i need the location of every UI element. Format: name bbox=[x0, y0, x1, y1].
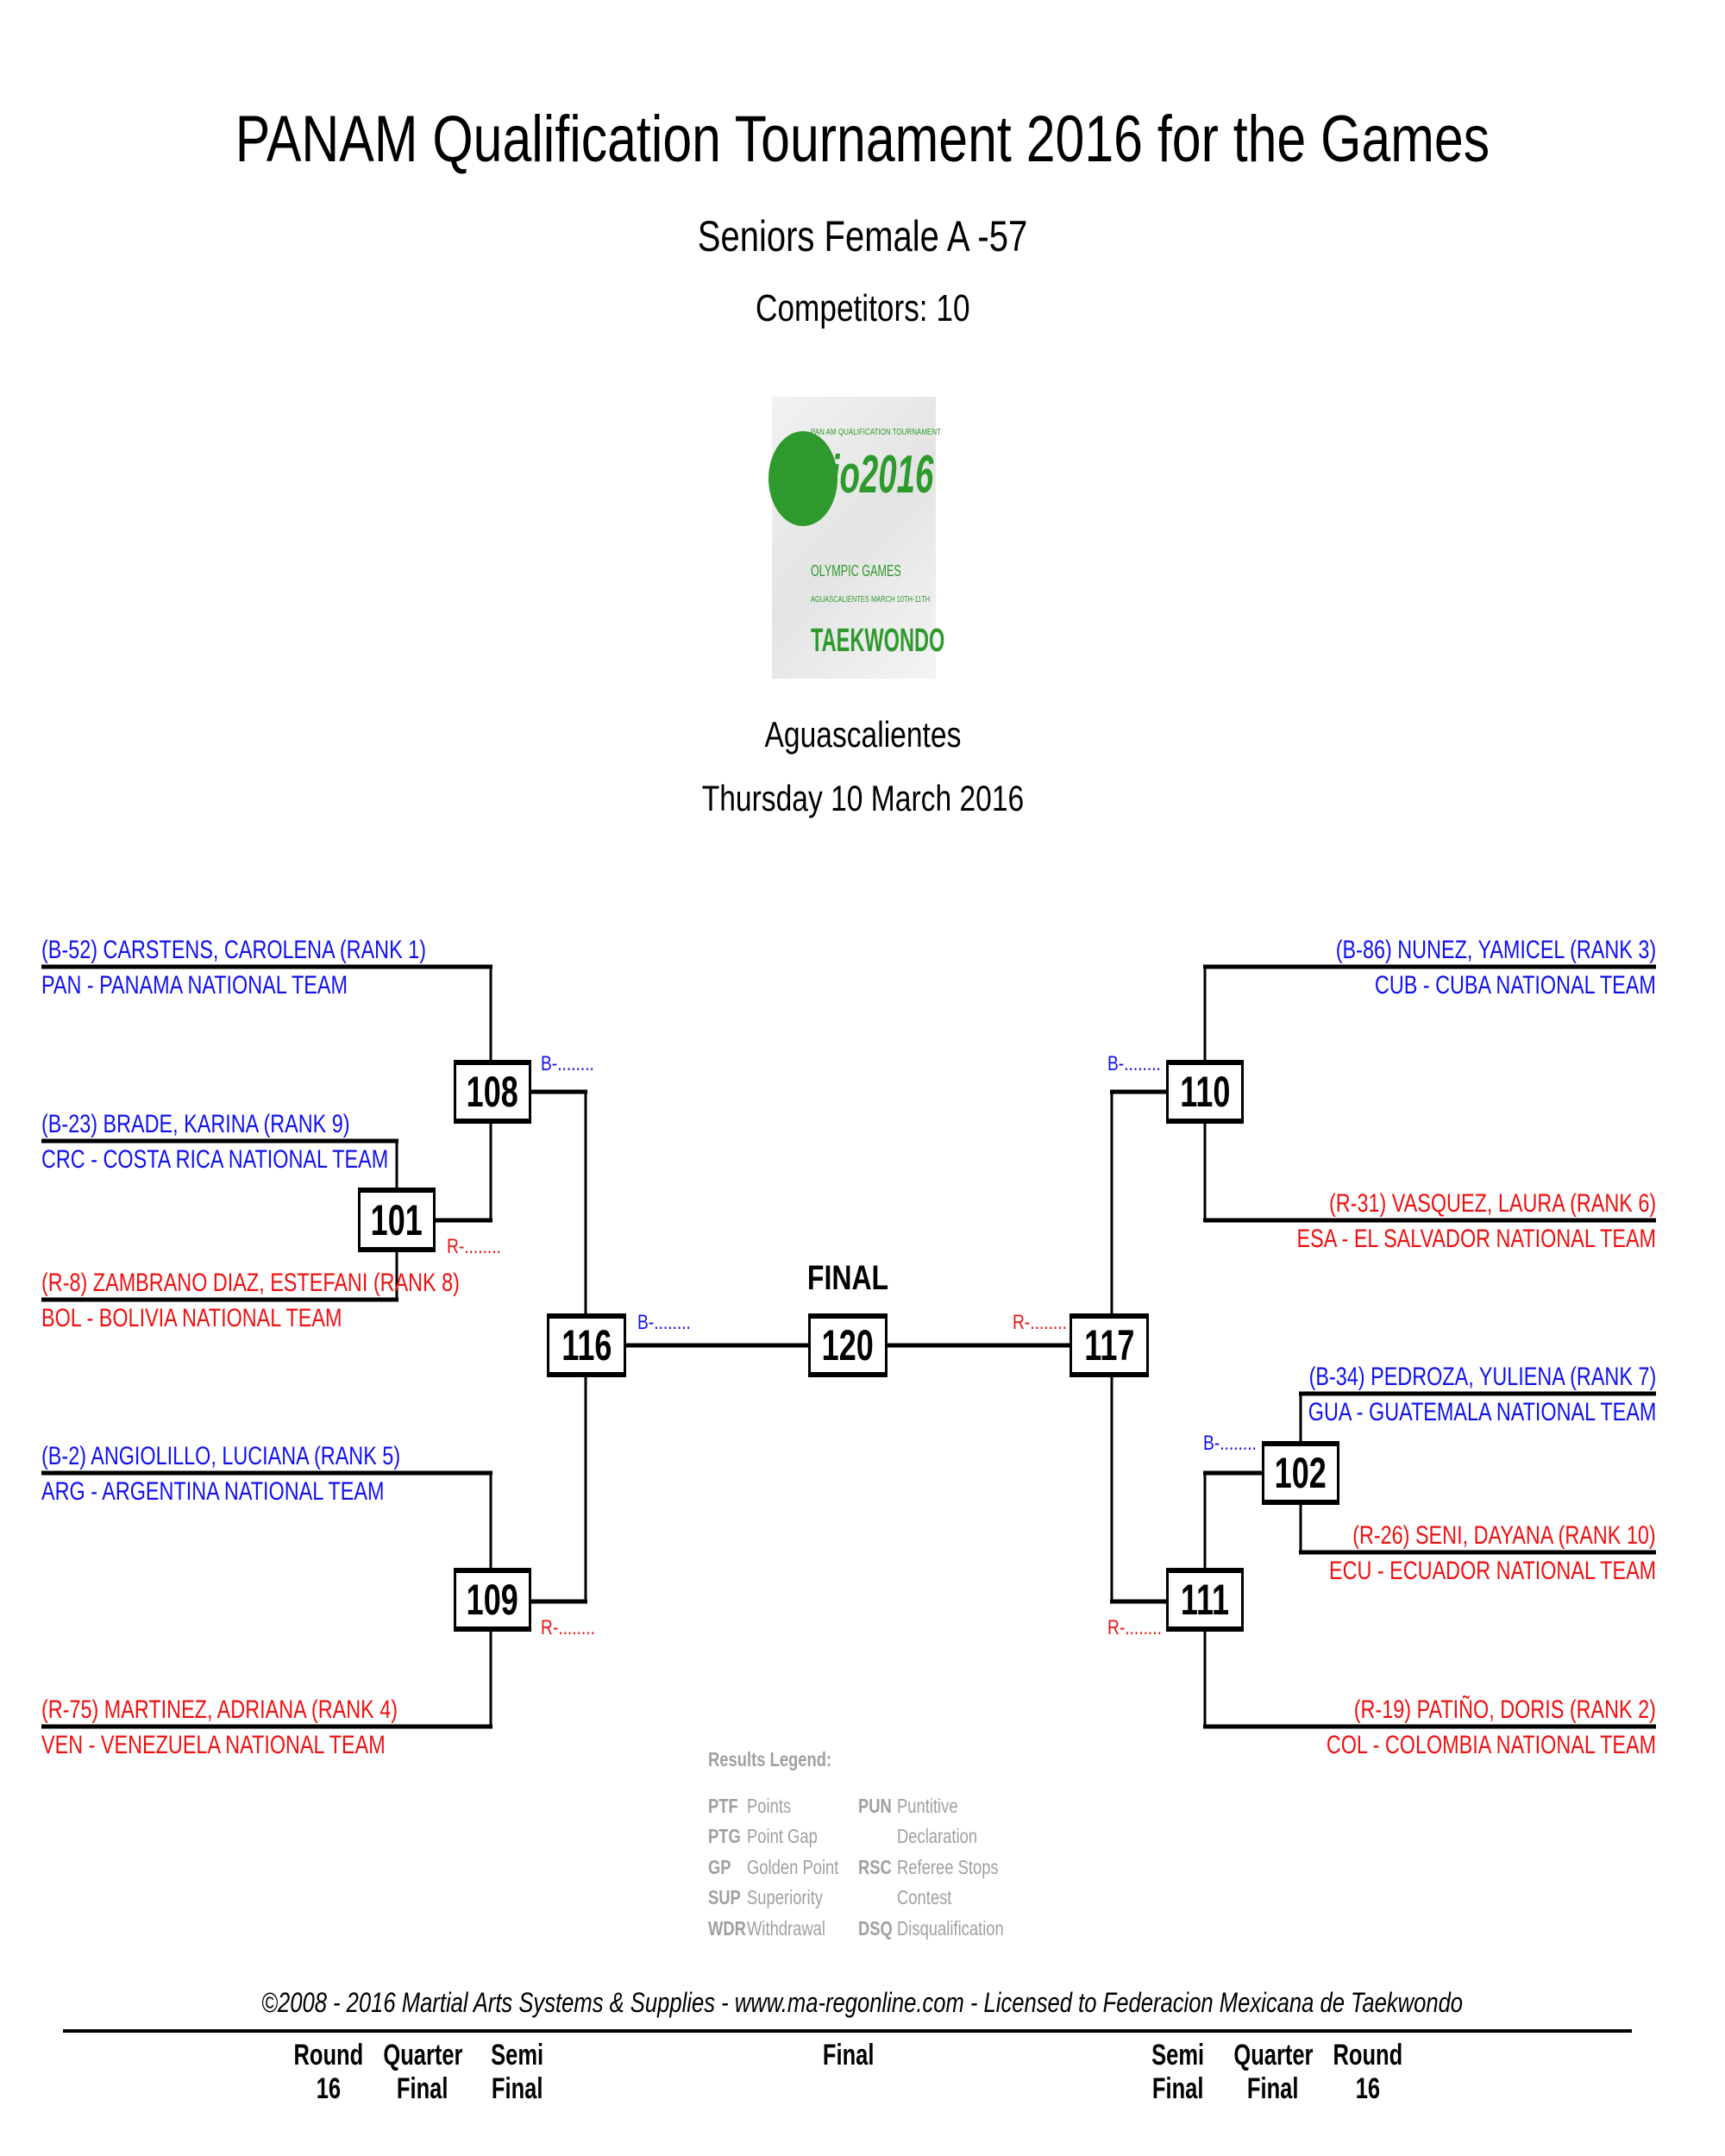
legend-code: SUP bbox=[708, 1886, 741, 1908]
competitor-name: (B-34) PEDROZA, YULIENA (RANK 7) bbox=[1308, 1363, 1656, 1391]
competitor-name: (B-52) CARSTENS, CAROLENA (RANK 1) bbox=[41, 936, 427, 964]
legend-desc: Superiority bbox=[747, 1886, 823, 1908]
match-box-110[interactable]: 110 bbox=[1166, 1060, 1244, 1124]
winner-slot-blue-108: B-........ bbox=[541, 1052, 594, 1075]
competitor-name: (R-31) VASQUEZ, LAURA (RANK 6) bbox=[1328, 1189, 1656, 1218]
legend-code: PTF bbox=[708, 1795, 738, 1817]
legend-desc: Puntitive bbox=[897, 1795, 958, 1817]
competitor-team: BOL - BOLIVIA NATIONAL TEAM bbox=[41, 1304, 342, 1332]
match-box-101[interactable]: 101 bbox=[358, 1188, 436, 1252]
competitor-name: (B-86) NUNEZ, YAMICEL (RANK 3) bbox=[1335, 936, 1656, 964]
competitor-name: (R-75) MARTINEZ, ADRIANA (RANK 4) bbox=[41, 1695, 398, 1724]
legend-desc: Points bbox=[747, 1795, 792, 1817]
legend-code: PTG bbox=[708, 1825, 741, 1847]
competitor-count: Competitors: 10 bbox=[755, 287, 970, 329]
competitor-team: GUA - GUATEMALA NATIONAL TEAM bbox=[1308, 1398, 1656, 1426]
legend-title: Results Legend: bbox=[708, 1748, 832, 1771]
match-box-117[interactable]: 117 bbox=[1070, 1313, 1149, 1377]
competitor-team: PAN - PANAMA NATIONAL TEAM bbox=[41, 971, 348, 1000]
competitor-team: ECU - ECUADOR NATIONAL TEAM bbox=[1328, 1557, 1656, 1585]
competitor-team: VEN - VENEZUELA NATIONAL TEAM bbox=[41, 1731, 386, 1759]
match-box-102[interactable]: 102 bbox=[1262, 1441, 1339, 1505]
match-box-108[interactable]: 108 bbox=[454, 1060, 531, 1124]
legend-code: DSQ bbox=[858, 1917, 893, 1940]
logo-line3: TAEKWONDO bbox=[811, 623, 945, 659]
competitor-team: ARG - ARGENTINA NATIONAL TEAM bbox=[41, 1477, 385, 1506]
competitor-team: CUB - CUBA NATIONAL TEAM bbox=[1375, 971, 1656, 1000]
division-subtitle: Seniors Female A -57 bbox=[697, 212, 1028, 260]
competitor-name: (R-26) SENI, DAYANA (RANK 10) bbox=[1352, 1521, 1656, 1550]
competitor-name: (B-2) ANGIOLILLO, LUCIANA (RANK 5) bbox=[41, 1442, 401, 1470]
legend-desc: Contest bbox=[897, 1886, 952, 1908]
tournament-logo: PAN AM QUALIFICATION TOURNAMENT Rio2016 … bbox=[768, 397, 944, 679]
legend-desc: Golden Point bbox=[747, 1856, 839, 1878]
legend-code: PUN bbox=[858, 1795, 892, 1817]
logo-emblem-icon bbox=[768, 431, 837, 526]
logo-line2: AGUASCALIENTES MARCH 10TH-11TH bbox=[811, 595, 931, 605]
winner-slot-red-111: R-........ bbox=[1107, 1616, 1162, 1639]
legend-code: GP bbox=[708, 1856, 731, 1878]
legend-code: RSC bbox=[858, 1856, 892, 1878]
legend-code: WDR bbox=[708, 1917, 746, 1940]
final-label: FINAL bbox=[806, 1259, 889, 1297]
competitor-team: CRC - COSTA RICA NATIONAL TEAM bbox=[41, 1145, 389, 1174]
winner-slot-red-117: R-........ bbox=[1013, 1311, 1067, 1334]
match-box-111[interactable]: 111 bbox=[1166, 1568, 1244, 1632]
winner-slot-blue-102: B-........ bbox=[1203, 1432, 1257, 1455]
winner-slot-red-109: R-........ bbox=[541, 1616, 595, 1639]
match-box-116[interactable]: 116 bbox=[547, 1313, 626, 1377]
legend-desc: Point Gap bbox=[747, 1825, 818, 1847]
legend-desc: Disqualification bbox=[897, 1917, 1004, 1940]
page-title: PANAM Qualification Tournament 2016 for … bbox=[235, 103, 1490, 176]
winner-slot-blue-110: B-........ bbox=[1107, 1052, 1161, 1075]
competitor-name: (R-8) ZAMBRANO DIAZ, ESTEFANI (RANK 8) bbox=[41, 1269, 460, 1297]
competitor-team: COL - COLOMBIA NATIONAL TEAM bbox=[1326, 1731, 1656, 1759]
copyright: ©2008 - 2016 Martial Arts Systems & Supp… bbox=[261, 1987, 1464, 2018]
legend-desc: Declaration bbox=[897, 1825, 978, 1847]
winner-slot-blue-116: B-........ bbox=[637, 1311, 691, 1334]
location: Aguascalientes bbox=[764, 714, 961, 755]
match-box-109[interactable]: 109 bbox=[454, 1568, 531, 1632]
legend-desc: Withdrawal bbox=[747, 1917, 826, 1940]
competitor-name: (R-19) PATIÑO, DORIS (RANK 2) bbox=[1353, 1695, 1656, 1724]
winner-slot-red-101: R-........ bbox=[447, 1235, 501, 1258]
logo-top-text: PAN AM QUALIFICATION TOURNAMENT bbox=[811, 428, 941, 437]
competitor-name: (B-23) BRADE, KARINA (RANK 9) bbox=[41, 1110, 350, 1138]
logo-brand: Rio2016 bbox=[806, 445, 934, 505]
match-box-120-final[interactable]: 120 bbox=[808, 1313, 888, 1377]
footer-divider bbox=[63, 2029, 1632, 2033]
competitor-team: ESA - EL SALVADOR NATIONAL TEAM bbox=[1296, 1225, 1656, 1253]
round-label-final: Final bbox=[823, 2039, 875, 2071]
logo-line1: OLYMPIC GAMES bbox=[811, 562, 901, 580]
date: Thursday 10 March 2016 bbox=[701, 778, 1024, 818]
legend-desc: Referee Stops bbox=[897, 1856, 999, 1878]
